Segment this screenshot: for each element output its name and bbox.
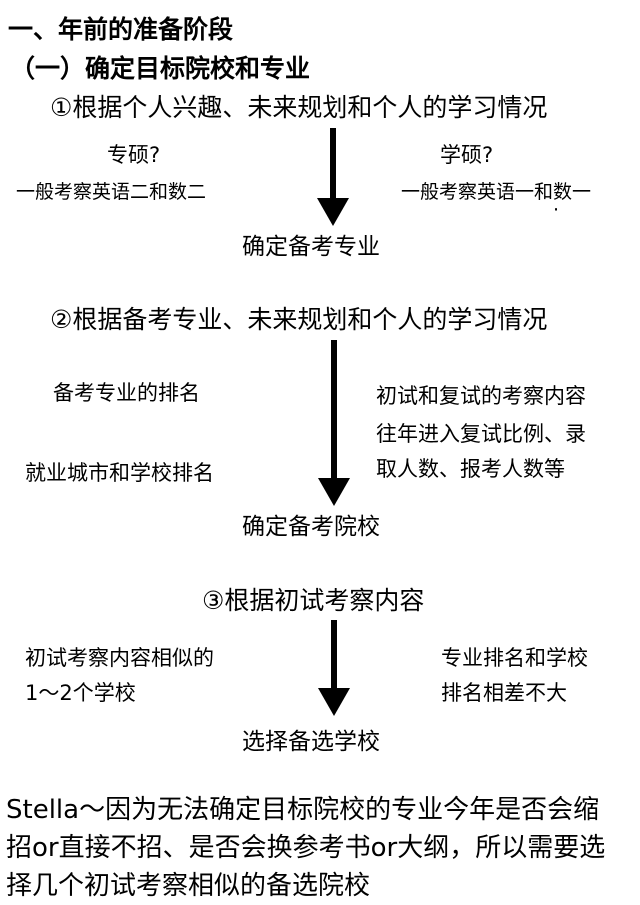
step1-title: ①根据个人兴趣、未来规划和个人的学习情况: [50, 93, 548, 122]
step2-right-line3: 取人数、报考人数等: [376, 457, 565, 481]
down-arrow-icon: [318, 340, 350, 506]
note-paragraph: Stella～因为无法确定目标院校的专业今年是否会缩 招or直接不招、是否会换参…: [6, 791, 634, 905]
step2-left-item1: 备考专业的排名: [53, 381, 200, 405]
step1-right-label: 学硕?: [440, 143, 494, 167]
note-line: 招or直接不招、是否会换参考书or大纲，所以需要选: [6, 833, 606, 863]
step3-right-line1: 专业排名和学校: [441, 646, 588, 670]
step2-left-item2: 就业城市和学校排名: [25, 461, 214, 485]
step3-left-line2: 1～2个学校: [25, 681, 136, 705]
step3-title: ③根据初试考察内容: [202, 586, 425, 615]
step3-result: 选择备选学校: [242, 729, 380, 755]
step2-result: 确定备考院校: [242, 514, 380, 540]
heading-level1: 一、年前的准备阶段: [8, 15, 234, 44]
heading-level2: （一）确定目标院校和专业: [10, 54, 311, 83]
step3-left-line1: 初试考察内容相似的: [25, 646, 214, 670]
step2-right-line2: 往年进入复试比例、录: [376, 422, 586, 446]
step1-left-label: 专硕?: [107, 143, 161, 167]
step1-result: 确定备考专业: [242, 234, 380, 260]
step2-right-line1: 初试和复试的考察内容: [376, 384, 586, 408]
step3-right-line2: 排名相差不大: [441, 681, 567, 705]
step1-right-mark: ·: [553, 199, 560, 221]
note-line: Stella～因为无法确定目标院校的专业今年是否会缩: [6, 795, 600, 825]
down-arrow-icon: [318, 620, 350, 716]
note-line: 择几个初试考察相似的备选院校: [6, 871, 371, 901]
step2-title: ②根据备考专业、未来规划和个人的学习情况: [50, 305, 548, 334]
step1-right-desc: 一般考察英语一和数一: [401, 181, 592, 203]
down-arrow-icon: [317, 128, 349, 226]
step1-left-desc: 一般考察英语二和数二: [16, 181, 207, 203]
